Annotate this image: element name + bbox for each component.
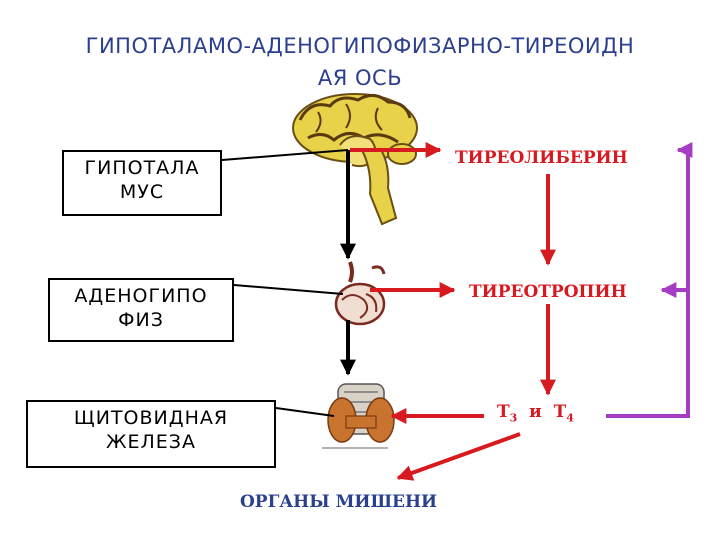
target-organs-arrow: [396, 432, 521, 481]
thyroid-icon: [322, 383, 395, 449]
thyroid-label-1: ЩИТОВИДНАЯ: [73, 407, 229, 429]
title-line-2: АЯ ОСЬ: [317, 66, 403, 90]
hypothalamus-label-2: МУС: [119, 181, 165, 203]
hypothalamus-connector: [221, 149, 349, 161]
and-label: и: [529, 402, 542, 422]
target-organs-label: ОРГАНЫ МИШЕНИ: [240, 492, 438, 512]
t3-t4-label: Т3 и Т4: [497, 402, 574, 424]
hypothalamus-label-1: ГИПОТАЛА: [84, 157, 200, 179]
page-title: ГИПОТАЛАМО-АДЕНОГИПОФИЗАРНО-ТИРЕОИДН АЯ …: [0, 30, 720, 94]
thyroid-label-2: ЖЕЛЕЗА: [106, 431, 196, 453]
thyroid-box: ЩИТОВИДНАЯ ЖЕЛЕЗА: [26, 400, 276, 468]
t4-label: Т: [553, 402, 567, 422]
thyrotropin-label: ТИРЕОТРОПИН: [469, 282, 627, 302]
adenohypophysis-label-2: ФИЗ: [118, 309, 164, 331]
t3-label: Т: [497, 402, 510, 422]
feedback-loop: [606, 142, 693, 418]
brain-icon: [292, 93, 418, 226]
pituitary-icon: [334, 261, 386, 326]
t4-sub: 4: [566, 411, 574, 425]
adenohypophysis-connector: [233, 284, 344, 295]
thyroliberin-label: ТИРЕОЛИБЕРИН: [455, 148, 628, 168]
t3-sub: 3: [509, 411, 518, 425]
thyroid-connector: [275, 407, 335, 417]
adenohypophysis-label-1: АДЕНОГИПО: [74, 285, 208, 307]
adenohypophysis-box: АДЕНОГИПО ФИЗ: [48, 278, 234, 342]
title-line-1: ГИПОТАЛАМО-АДЕНОГИПОФИЗАРНО-ТИРЕОИДН: [85, 34, 635, 58]
hypothalamus-box: ГИПОТАЛА МУС: [62, 150, 222, 216]
